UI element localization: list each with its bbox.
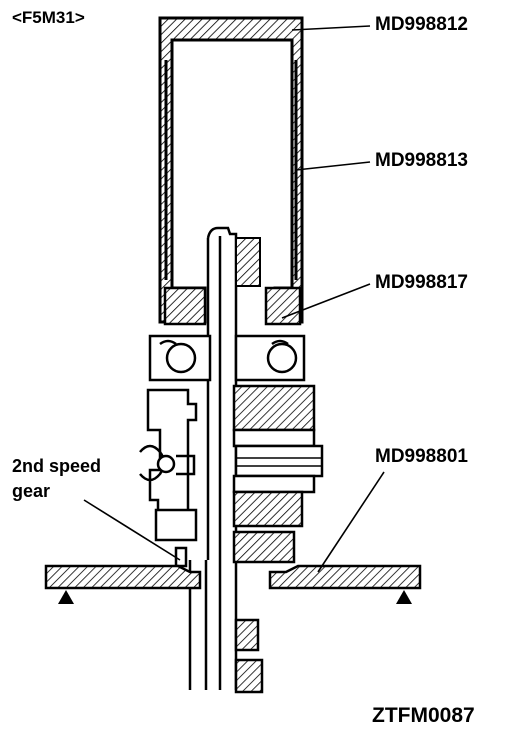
gear-label-line2: gear — [12, 481, 51, 501]
support-point-icon — [58, 590, 412, 604]
figure-code: ZTFM0087 — [372, 704, 475, 727]
gear-stack — [232, 384, 324, 694]
support-plate-md998801 — [44, 564, 422, 590]
model-label: <F5M31> — [12, 8, 85, 27]
bearing — [148, 334, 306, 382]
callout-md998813: MD998813 — [375, 150, 468, 171]
callout-2nd-speed-gear: 2nd speed gear — [12, 454, 101, 504]
synchronizer — [139, 388, 198, 568]
leader-lines — [83, 25, 385, 573]
callout-md998812: MD998812 — [375, 14, 468, 35]
callout-md998801: MD998801 — [375, 446, 468, 467]
callout-md998817: MD998817 — [375, 272, 468, 293]
gear-label-line1: 2nd speed — [12, 456, 102, 476]
